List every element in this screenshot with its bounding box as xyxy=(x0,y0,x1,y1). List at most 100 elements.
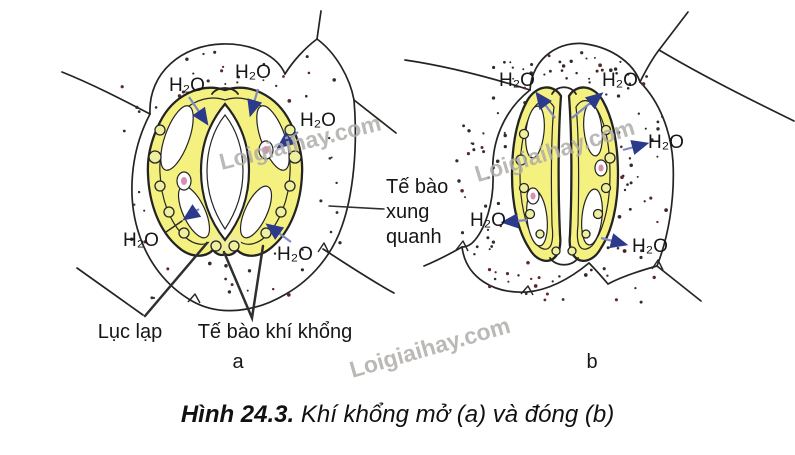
stipple-dot xyxy=(608,68,613,73)
guard-cell-top-junction xyxy=(551,86,577,95)
stipple-dot xyxy=(482,132,485,135)
chloroplast xyxy=(275,206,287,218)
panel-a: H₂O H₂O H₂O H₂O H₂O Lục lạp Tế bào khí k… xyxy=(61,10,397,373)
stipple-dot xyxy=(305,94,308,98)
stipple-dot xyxy=(282,75,285,78)
h2o-label: H₂O xyxy=(602,70,638,91)
stipple-dot xyxy=(649,196,653,200)
stipple-dot xyxy=(319,199,323,203)
stipple-dot xyxy=(547,54,551,58)
guard-cell-top-junction xyxy=(211,87,239,95)
stipple-dot xyxy=(549,69,552,73)
chloroplast xyxy=(518,128,530,140)
vacuole-blob xyxy=(160,105,194,171)
stipple-dot xyxy=(620,175,624,180)
stipple-dot xyxy=(560,69,564,72)
stipple-dot xyxy=(656,155,659,158)
chloroplasts-b xyxy=(515,124,616,256)
stipple-dot xyxy=(129,237,134,242)
stipple-dot xyxy=(467,129,471,133)
stipple-dot xyxy=(496,201,501,206)
stipple-dot xyxy=(505,272,510,276)
stipple-dot xyxy=(488,284,492,289)
water-arrow xyxy=(182,204,202,221)
stipple-dot xyxy=(462,124,466,128)
stipple-dot xyxy=(522,68,525,71)
stipple-dot xyxy=(656,127,660,131)
svg-text:xung: xung xyxy=(386,201,429,223)
stipple-dot xyxy=(224,264,228,268)
stipple-dot xyxy=(656,120,660,124)
stipple-dot xyxy=(589,268,593,272)
stipple-dot xyxy=(634,287,637,290)
chloroplast xyxy=(518,182,530,194)
stipple-dot xyxy=(224,83,227,85)
stipple-dot xyxy=(470,142,473,145)
stipple-dot xyxy=(588,77,591,80)
stipple-dot xyxy=(530,277,533,281)
stipple-dot xyxy=(332,78,336,82)
panel-b: H₂O H₂O H₂O H₂O H₂O b xyxy=(404,11,795,373)
surrounding-cell-pointer xyxy=(328,205,385,210)
stipple-dot xyxy=(143,209,146,212)
stipple-dot xyxy=(639,300,643,304)
stipple-dot xyxy=(545,292,549,296)
stipple-dot xyxy=(460,231,465,235)
chloroplast xyxy=(515,154,527,166)
panel-b-letter: b xyxy=(586,351,597,373)
stipple-dot xyxy=(619,145,623,149)
stipple-dot xyxy=(135,105,139,110)
h2o-label: H₂O xyxy=(470,210,506,231)
stipple-dot xyxy=(503,131,506,134)
stipple-dot xyxy=(517,274,520,277)
stipple-dot xyxy=(487,176,490,180)
stipple-dot xyxy=(484,204,488,208)
guard-cell-bottom-junction xyxy=(549,257,579,266)
stipple-dot xyxy=(644,127,647,130)
stipple-dot xyxy=(301,248,304,251)
stipple-dot xyxy=(652,275,656,280)
stipple-dot xyxy=(530,62,534,67)
stipple-dot xyxy=(150,296,154,300)
stipple-dot xyxy=(561,298,565,301)
water-arrow xyxy=(265,223,292,243)
stipple-dot xyxy=(569,59,573,63)
chloroplast xyxy=(228,240,240,252)
stipple-dot xyxy=(615,72,618,75)
chloroplast xyxy=(600,124,612,136)
stipple-dot xyxy=(605,93,608,96)
h2o-label: H₂O xyxy=(499,70,535,91)
h2o-label: H₂O xyxy=(632,236,668,257)
nucleus-b-left xyxy=(526,187,540,205)
water-arrows-a xyxy=(165,88,299,243)
svg-text:Tế bào: Tế bào xyxy=(386,176,448,198)
nucleus-b-right xyxy=(594,159,608,177)
label-surrounding-cell: Tế bào xung quanh xyxy=(328,176,448,248)
vacuole-blob xyxy=(239,185,273,239)
stipple-dot xyxy=(491,96,496,100)
water-arrow xyxy=(622,140,650,155)
nucleus-a-right xyxy=(258,140,274,160)
stipple-dot xyxy=(262,62,266,66)
stipple-dot xyxy=(493,277,497,281)
chloroplast xyxy=(284,180,296,192)
stipple-dot xyxy=(626,87,630,90)
stipple-dot xyxy=(616,94,621,98)
stipple-dot xyxy=(275,84,278,88)
stipple-dot xyxy=(641,82,646,86)
svg-text:quanh: quanh xyxy=(386,226,442,248)
chloroplast xyxy=(604,152,616,164)
guard-cell-pair-closed xyxy=(510,86,620,266)
stipple-dot xyxy=(338,241,342,245)
water-arrow xyxy=(535,91,556,119)
water-arrow xyxy=(571,92,604,119)
stoma-pore-inner-wall xyxy=(206,114,244,231)
chloroplast xyxy=(210,240,222,252)
stipple-dot xyxy=(328,157,332,160)
stipple-dot xyxy=(207,261,212,266)
water-arrow xyxy=(188,96,209,126)
chloroplast xyxy=(154,180,166,192)
stipple-dot xyxy=(628,157,632,160)
stipple-dot xyxy=(487,267,492,272)
stipple-dot xyxy=(656,220,659,224)
